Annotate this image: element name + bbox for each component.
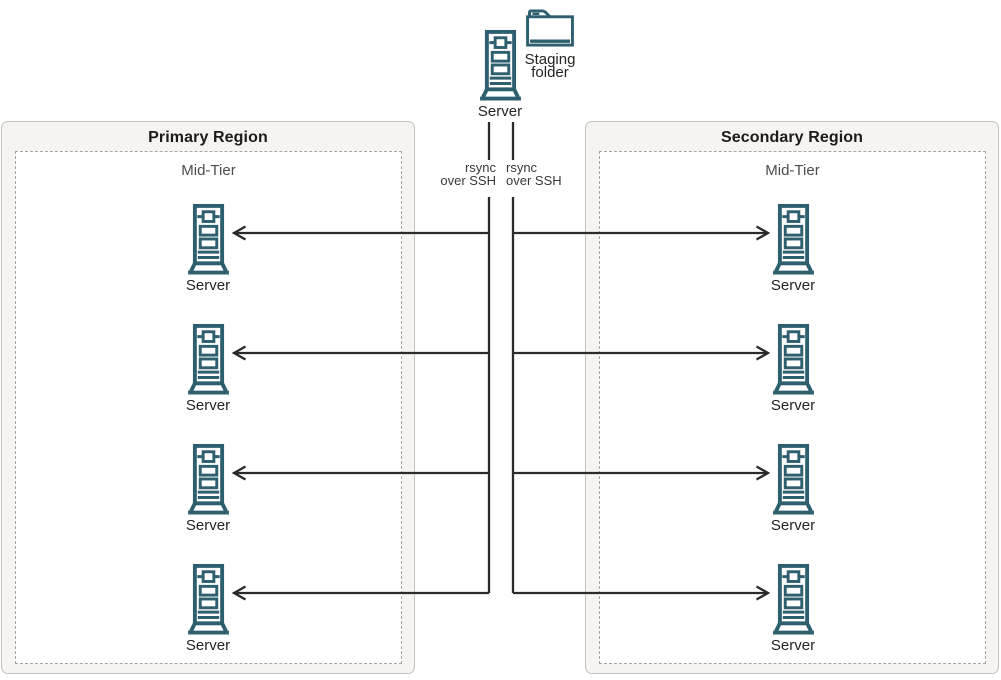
secondary-server-node-3: Server [749, 443, 837, 534]
server-label: Server [770, 517, 816, 534]
rsync-label-left: rsync over SSH [346, 161, 496, 187]
rsync-label-left-line2: over SSH [440, 173, 496, 188]
server-icon [749, 203, 837, 275]
server-label: Server [185, 277, 231, 294]
primary-server-node-4: Server [164, 563, 252, 654]
staging-folder-node: Staging folder [523, 8, 577, 81]
primary-region-title: Primary Region [148, 129, 268, 146]
staging-folder-label-line1: Staging [524, 51, 576, 68]
primary-server-node-2: Server [164, 323, 252, 414]
server-label: Server [185, 397, 231, 414]
server-label: Server [185, 637, 231, 654]
secondary-midtier-label: Mid-Tier [765, 162, 820, 179]
server-icon [749, 563, 837, 635]
staging-folder-label: Staging folder [523, 51, 577, 81]
server-label: Server [770, 277, 816, 294]
secondary-server-node-2: Server [749, 323, 837, 414]
server-icon [749, 323, 837, 395]
server-label: Server [185, 517, 231, 534]
server-label: Server [770, 397, 816, 414]
staging-folder-label-line2: folder [531, 64, 569, 81]
server-icon [749, 443, 837, 515]
staging-server-label: Server [477, 103, 523, 120]
server-icon [164, 203, 252, 275]
rsync-label-right-line2: over SSH [506, 173, 562, 188]
secondary-server-node-1: Server [749, 203, 837, 294]
primary-server-node-3: Server [164, 443, 252, 534]
server-icon [164, 443, 252, 515]
folder-icon [523, 8, 577, 48]
server-icon [164, 323, 252, 395]
secondary-region-title: Secondary Region [720, 129, 864, 146]
primary-server-node-1: Server [164, 203, 252, 294]
server-icon [164, 563, 252, 635]
primary-midtier-label: Mid-Tier [181, 162, 236, 179]
server-label: Server [770, 637, 816, 654]
secondary-server-node-4: Server [749, 563, 837, 654]
staging-server-node: Server [456, 29, 544, 120]
rsync-label-right: rsync over SSH [506, 161, 656, 187]
